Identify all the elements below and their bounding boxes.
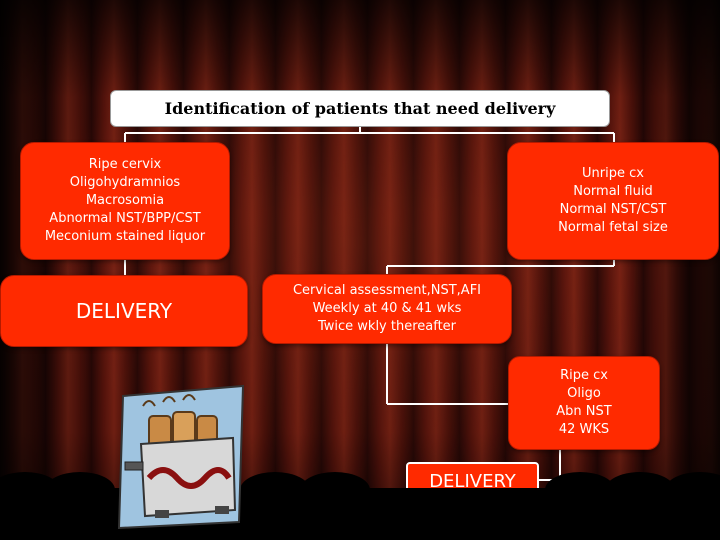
ripe-indications-box: Ripe cervix Oligohydramnios Macrosomia A… bbox=[20, 142, 230, 260]
stage-scallop bbox=[45, 472, 115, 508]
stage-scallop bbox=[240, 472, 310, 508]
left-line: Oligohydramnios bbox=[69, 175, 181, 190]
delivery-left-box: DELIVERY bbox=[0, 275, 248, 347]
ripe-line: 42 WKS bbox=[558, 422, 610, 437]
left-line: Ripe cervix bbox=[88, 157, 162, 172]
stage-scallop bbox=[605, 472, 675, 508]
right-line: Unripe cx bbox=[582, 166, 644, 181]
right-line: Normal NST/CST bbox=[559, 202, 667, 217]
left-line: Abnormal NST/BPP/CST bbox=[49, 211, 201, 226]
ripe-line: Abn NST bbox=[556, 404, 612, 419]
followup-assessment-box: Cervical assessment,NST,AFI Weekly at 40… bbox=[262, 274, 512, 344]
ripe-line: Ripe cx bbox=[560, 368, 608, 383]
stage-scallop bbox=[545, 472, 615, 508]
stage-scallop bbox=[300, 472, 370, 508]
unripe-normal-box: Unripe cx Normal fluid Normal NST/CST No… bbox=[507, 142, 719, 260]
left-line: Meconium stained liquor bbox=[44, 229, 206, 244]
diagram-title: Identification of patients that need del… bbox=[110, 90, 610, 127]
followup-line: Weekly at 40 & 41 wks bbox=[312, 301, 462, 316]
toaster-icon bbox=[117, 384, 245, 530]
right-line: Normal fluid bbox=[573, 184, 653, 199]
right-line: Normal fetal size bbox=[558, 220, 668, 235]
left-line: Macrosomia bbox=[85, 193, 165, 208]
ripe-line: Oligo bbox=[567, 386, 601, 401]
ripe-late-box: Ripe cx Oligo Abn NST 42 WKS bbox=[508, 356, 660, 450]
stage-scallop bbox=[665, 472, 720, 508]
followup-line: Cervical assessment,NST,AFI bbox=[292, 283, 482, 298]
followup-line: Twice wkly thereafter bbox=[317, 319, 457, 334]
